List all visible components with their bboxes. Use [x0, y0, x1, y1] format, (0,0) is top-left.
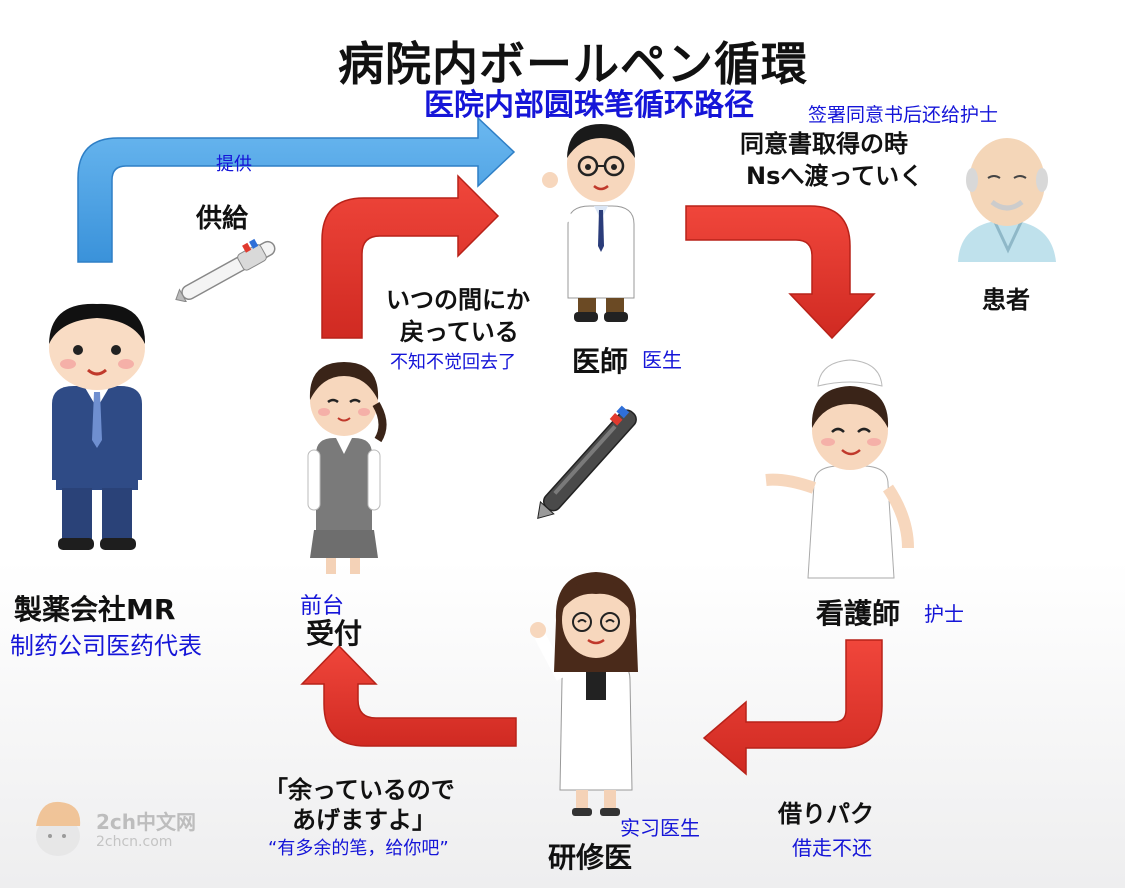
- arrow-consent: [685, 205, 876, 340]
- doctor-label-cn: 医生: [642, 348, 682, 372]
- give-label-line1: 「余っているので: [264, 776, 455, 804]
- receptionist-icon: [307, 362, 387, 574]
- nurse-label: 看護師: [816, 597, 901, 630]
- patient-label: 患者: [982, 286, 1030, 314]
- patient-icon: [958, 138, 1056, 262]
- watermark-logo-icon: [36, 801, 81, 856]
- watermark-url: 2chcn.com: [96, 834, 173, 850]
- supply-label: 供給: [196, 204, 249, 234]
- consent-label-line1: 同意書取得の時: [740, 130, 908, 158]
- resident-label-cn: 实习医生: [620, 816, 700, 840]
- watermark-text: 2ch中文网: [96, 810, 197, 834]
- mr-label: 製薬会社MR: [14, 593, 176, 626]
- mr-label-cn: 制药公司医药代表: [10, 632, 202, 660]
- salesman-icon: [49, 303, 146, 550]
- arrow-borrow: [702, 639, 883, 776]
- ballpoint-pen-icon: [537, 405, 637, 520]
- page-title: 病院内ボールペン循環: [338, 37, 808, 91]
- give-label-line2: あげますよ」: [292, 806, 436, 834]
- reception-label: 受付: [306, 617, 363, 650]
- ballpoint-pen-icon: [175, 238, 276, 302]
- nurse-icon: [765, 359, 914, 579]
- doctor-icon: [542, 124, 635, 322]
- doctor-label: 医師: [572, 345, 629, 378]
- resident-doctor-icon: [530, 572, 638, 816]
- arrow-give: [300, 644, 517, 747]
- return-label-cn: 不知不觉回去了: [390, 352, 516, 373]
- return-label-line1: いつの間にか: [386, 286, 530, 314]
- arrow-supply: [77, 116, 516, 263]
- consent-label-line2: Nsへ渡っていく: [746, 162, 924, 190]
- give-label-cn: “有多余的笔，给你吧”: [268, 838, 449, 859]
- reception-label-cn: 前台: [300, 594, 345, 619]
- page-subtitle: 医院内部圆珠笔循环路径: [424, 88, 754, 123]
- resident-label: 研修医: [548, 841, 633, 874]
- arrow-return: [321, 174, 500, 339]
- nurse-label-cn: 护士: [924, 602, 964, 626]
- return-label-line2: 戻っている: [400, 318, 519, 346]
- borrow-label: 借りパク: [778, 800, 874, 828]
- consent-label-cn: 签署同意书后还给护士: [808, 104, 999, 126]
- supply-label-cn: 提供: [216, 154, 252, 175]
- borrow-label-cn: 借走不还: [792, 836, 872, 860]
